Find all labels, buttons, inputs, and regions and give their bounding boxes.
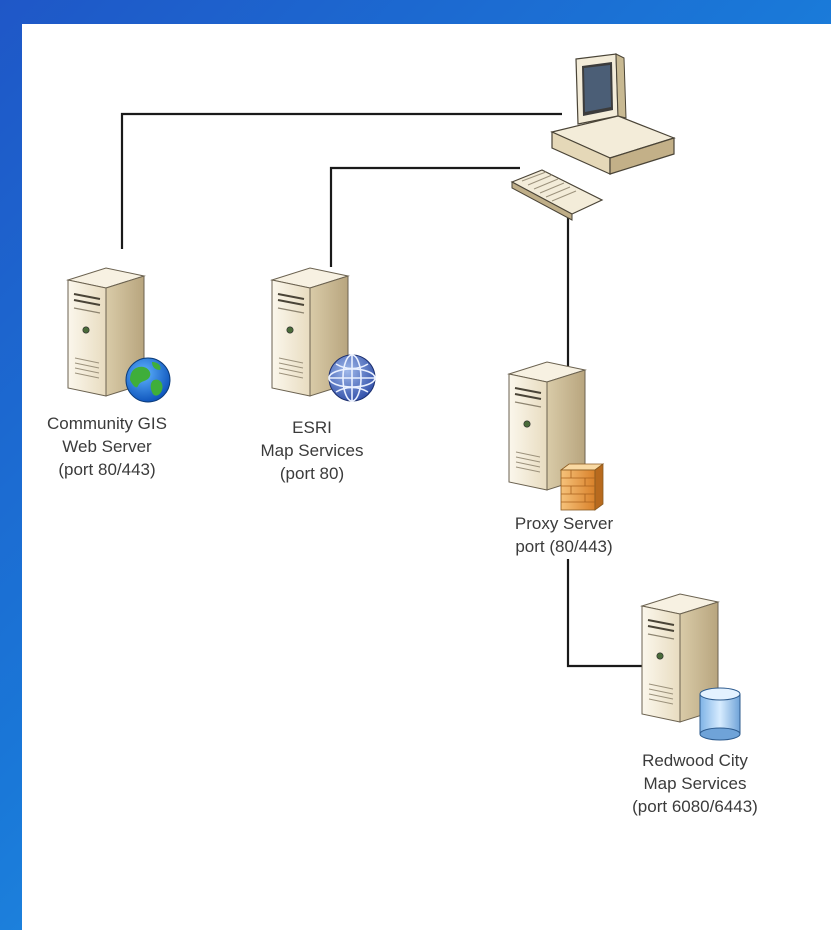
redwood-label: Redwood City Map Services (port 6080/644… [600,749,790,818]
esri-line-1: ESRI [292,418,332,437]
redwood-line-2: Map Services [643,774,747,793]
esri-label: ESRI Map Services (port 80) [247,416,377,485]
community-gis-label: Community GIS Web Server (port 80/443) [22,412,192,481]
desktop-computer-icon [510,53,676,221]
firewall-icon [559,463,605,511]
proxy-server [508,361,605,511]
redwood-line-1: Redwood City [642,751,748,770]
connector-redwood [566,559,648,668]
redwood-line-3: (port 6080/6443) [632,797,758,816]
esri-server [271,267,376,402]
database-icon [699,687,741,741]
network-diagram [67,53,741,741]
connector-community-gis [120,112,562,249]
globe-icon [125,357,171,403]
proxy-line-2: port (80/443) [515,537,613,556]
network-globe-icon [328,354,376,402]
diagram-slide: Community GIS Web Server (port 80/443) E… [22,24,831,930]
community-gis-line-1: Community GIS [47,414,167,433]
proxy-label: Proxy Server port (80/443) [486,512,642,558]
community-gis-line-3: (port 80/443) [58,460,156,479]
esri-line-3: (port 80) [279,464,345,483]
connector-lines [120,112,648,668]
esri-line-2: Map Services [260,441,364,460]
proxy-line-1: Proxy Server [514,514,614,533]
redwood-city-server [641,593,741,741]
community-gis-server [67,267,171,403]
community-gis-line-2: Web Server [62,437,152,456]
connector-esri [329,166,520,267]
